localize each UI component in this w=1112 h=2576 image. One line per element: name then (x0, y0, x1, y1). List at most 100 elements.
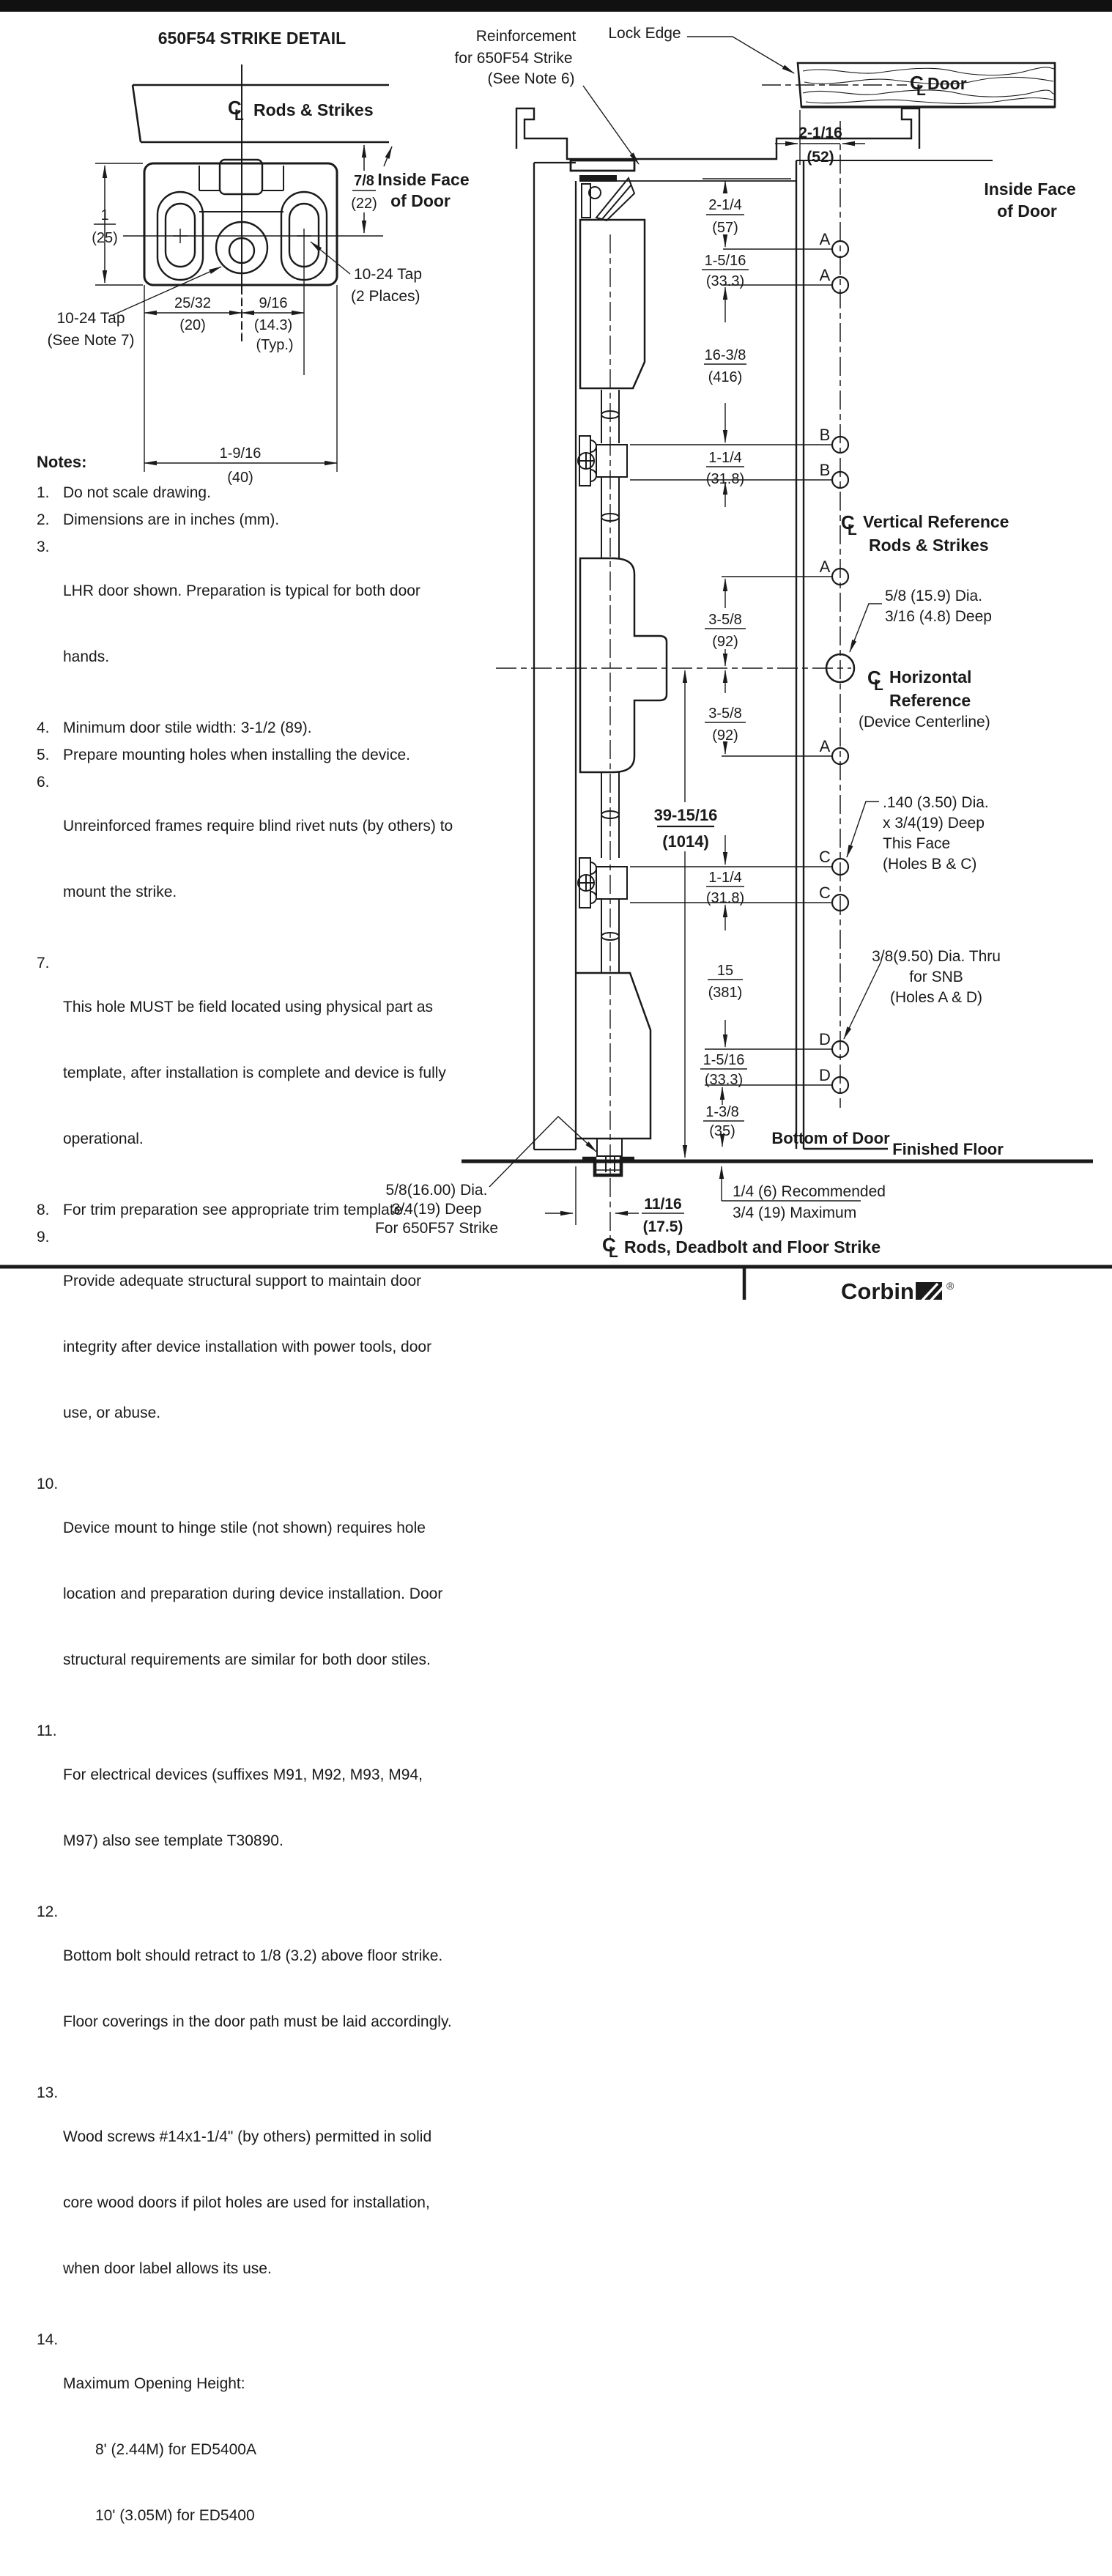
note-line: when door label allows its use. (63, 2260, 272, 2277)
note-line: M97) also see template T30890. (63, 1832, 283, 1849)
hole-label-a4: A (820, 737, 831, 755)
dim-114-c: 1-1/4 (708, 870, 742, 886)
dim-1-25 (94, 163, 143, 286)
dim-1638: 16-3/8 (705, 347, 746, 363)
door-plan: C L Door 2-1/16 (52) (762, 62, 1056, 166)
reinforcement-line3: (See Note 6) (487, 70, 574, 87)
door-elevation: Inside Face of Door (795, 121, 1076, 1149)
brand-logo: Corbin ® (841, 1278, 955, 1300)
note-number: 10. (37, 1476, 59, 1492)
hole-label-a3: A (820, 558, 831, 576)
dim-114-c-mm: (31.8) (706, 890, 744, 906)
dim-1916: 1-9/16 (220, 445, 262, 462)
note-line: Prepare mounting holes when installing t… (63, 747, 410, 763)
template-drawing: 650F54 STRIKE DETAIL C L Rods & Strikes (0, 0, 1112, 1300)
note-line: 8' (2.44M) for ED5400A (95, 2441, 256, 2458)
centerline-symbol: C (867, 667, 881, 689)
bottom-callouts: 5/8(16.00) Dia. 3/4(19) Deep For 650F57 … (375, 1116, 881, 1261)
note-line: Floor coverings in the door path must be… (63, 2013, 452, 2030)
reinforcement-line2: for 650F54 Strike (454, 50, 572, 67)
cl-rods-strikes-label: C L Rods & Strikes (228, 97, 374, 124)
note-line: use, or abuse. (63, 1404, 161, 1421)
dimension-chain-labels: 2-1/4 (57) 1-5/16 (33.3) 16-3/8 (416) 1-… (654, 197, 746, 1139)
callout-140-line4: (Holes B & C) (883, 856, 976, 873)
dim-114-b-mm: (31.8) (706, 471, 744, 487)
reinforcement-line1: Reinforcement (476, 28, 577, 45)
note-line: core wood doors if pilot holes are used … (63, 2194, 430, 2211)
reference-labels: C L Vertical Reference Rods & Strikes 5/… (496, 511, 1009, 1158)
device-chassis (579, 557, 668, 774)
dim-1516-bot: 1-5/16 (703, 1052, 745, 1068)
dim-78: 7/8 (354, 173, 374, 189)
centerline-symbol: L (848, 522, 857, 538)
horizontal-reference-line2: Reference (889, 691, 971, 710)
tap-2places-line2: (2 Places) (351, 288, 420, 305)
callout-38-line2: for SNB (909, 969, 963, 985)
rods-strikes-label: Rods & Strikes (253, 100, 374, 119)
dim-2532: 25/32 (174, 295, 211, 311)
horizontal-reference-line3: (Device Centerline) (859, 714, 990, 730)
callout-58-line2: 3/16 (4.8) Deep (885, 608, 992, 625)
dimension-chain (657, 180, 749, 1158)
dim-1916-mm: (40) (227, 470, 253, 486)
strike-center-hole (228, 237, 256, 264)
floor-gap-recommended: 1/4 (6) Recommended (733, 1183, 886, 1200)
callout-650f57-line1: 5/8(16.00) Dia. (386, 1182, 488, 1199)
callout-38-line1: 3/8(9.50) Dia. Thru (872, 948, 1001, 965)
strike-center-boss (215, 221, 269, 275)
top-latch (581, 177, 636, 222)
tap-note7-line1: 10-24 Tap (56, 310, 125, 327)
rods-and-guides (577, 390, 628, 973)
note-number: 4. (37, 719, 50, 736)
strike-reinforcement-plate (569, 159, 636, 172)
dim-2116-52 (775, 110, 865, 165)
door-label: Door (927, 74, 967, 93)
strike-top-tab (218, 158, 264, 196)
note-number: 14. (37, 2331, 59, 2348)
inside-face-door-right-2: of Door (997, 201, 1057, 221)
dim-214-mm: (57) (712, 220, 738, 236)
dim-358-bot-mm: (92) (712, 728, 738, 744)
hole-label-a2: A (820, 266, 831, 284)
note-line: Dimensions are in inches (mm). (63, 511, 280, 528)
dim-1516-top: 1-5/16 (705, 253, 746, 269)
note-6: 6. Unreinforced frames require blind riv… (37, 771, 476, 947)
note-number: 2. (37, 511, 50, 528)
tap-2places-line1: 10-24 Tap (354, 266, 422, 283)
dim-916: 9/16 (259, 295, 288, 311)
note-line: template, after installation is complete… (63, 1065, 446, 1081)
note-11: 11. For electrical devices (suffixes M91… (37, 1720, 476, 1896)
note-14: 14. Maximum Opening Height: 8' (2.44M) f… (37, 2329, 476, 2571)
callout-650f57-line3: For 650F57 Strike (375, 1220, 498, 1237)
inside-face-line2: of Door (390, 191, 451, 210)
dim-1116-group (545, 1166, 684, 1225)
centerline-symbol: L (609, 1244, 618, 1261)
note-line: Bottom bolt should retract to 1/8 (3.2) … (63, 1947, 443, 1964)
note-10: 10. Device mount to hinge stile (not sho… (37, 1473, 476, 1715)
footer (0, 1265, 1112, 1300)
device-head (579, 218, 646, 390)
callout-140-line3: This Face (883, 835, 950, 852)
note-line: location and preparation during device i… (63, 1585, 443, 1602)
dim-391516: 39-15/16 (654, 806, 718, 824)
callout-140-line1: .140 (3.50) Dia. (883, 794, 989, 811)
centerline-symbol: C (910, 72, 924, 94)
callout-58-line1: 5/8 (15.9) Dia. (885, 588, 982, 604)
dim-2116-mm: (52) (807, 149, 834, 166)
hole-label-b2: B (820, 461, 831, 479)
note-line: Do not scale drawing. (63, 484, 211, 501)
centerline-symbol: C (841, 511, 855, 533)
strike-keeper (199, 166, 284, 212)
hole-label-c2: C (819, 884, 831, 902)
note-number: 7. (37, 955, 50, 971)
dim-1116-mm: (17.5) (643, 1218, 683, 1235)
notes-heading: Notes: (37, 453, 87, 471)
hole-label-d1: D (819, 1030, 831, 1048)
registered-mark: ® (946, 1280, 955, 1292)
dim-1116: 11/16 (644, 1196, 681, 1213)
strike-plate-outline (143, 162, 338, 286)
note-1: 1. Do not scale drawing. (37, 482, 476, 504)
frame-header: Reinforcement for 650F54 Strike (See Not… (454, 25, 921, 182)
inside-face-door-right-1: Inside Face (984, 179, 1075, 199)
callout-140-line2: x 3/4(19) Deep (883, 815, 985, 832)
